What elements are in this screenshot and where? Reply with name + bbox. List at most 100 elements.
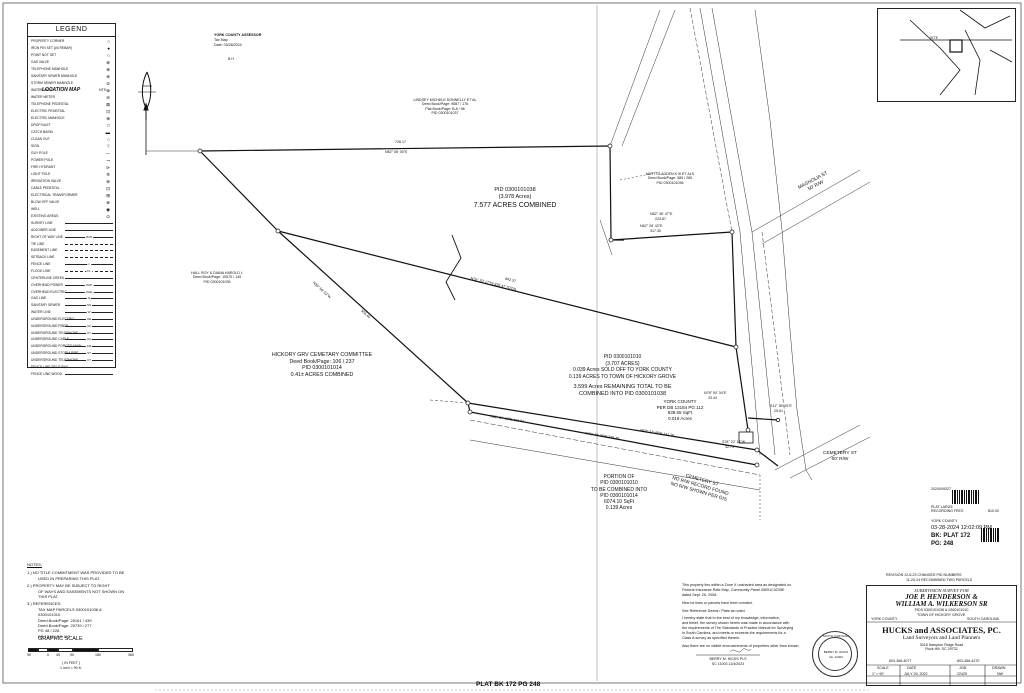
legend-line-item: UNDERGROUND CABLE UC (31, 336, 114, 343)
bearing-top-dist: 726.17 (395, 140, 406, 144)
legend-item-label: CLEAN OUT (31, 137, 50, 141)
scale-tick-0: 90 (27, 653, 31, 657)
legend-line-label: UNDERGROUND STORM PIPE (31, 351, 79, 356)
legend-symbol-icon: ⊙ (106, 214, 110, 219)
legend-symbol-icon: ⊡ (106, 186, 110, 191)
scale-tick-5: 360 (128, 653, 134, 657)
surveyor-signer: BERRY M. HICKS PLS (709, 657, 747, 661)
north-arrow-icon (138, 71, 156, 155)
legend-symbol-icon: ⊖ (106, 95, 110, 100)
legend-item: ELECTRICAL TRANSFORMER⊞ (31, 192, 114, 199)
title-block: SUBDIVISION SURVEY FOR JOE P. HENDERSON … (866, 585, 1017, 686)
legend-item: PROPERTY CORNER○ (31, 38, 114, 45)
legend-item: POINT NOT SET○ (31, 52, 114, 59)
legend-symbol-icon: ✲ (106, 172, 110, 177)
legend-symbol-icon: ⊘ (106, 81, 110, 86)
legend-symbol-icon: ⊕ (106, 116, 110, 121)
mid-diag-boundary (277, 230, 737, 348)
location-map-site (949, 39, 963, 53)
legend-line-sample (65, 243, 113, 245)
surveyor-seal-icon: SOUTH CAROLINA BERRY M. HICKS No. 11003 (812, 631, 858, 677)
legend-line-code: UC (85, 337, 93, 342)
legend-line-code: x (87, 262, 91, 267)
legend-item: IRON PIN SET (#4 REBAR)● (31, 45, 114, 52)
legend-symbol-icon: ● (107, 46, 110, 51)
bearing-r1-dist: 33.44 (708, 396, 717, 400)
legend-item-label: SIGN (31, 144, 40, 148)
legend-line-label: CENTERLINE CREEK (31, 275, 65, 280)
legend-symbol-icon: ⊡ (106, 109, 110, 114)
legend-item: DROP INLET□ (31, 122, 114, 129)
legend-line-sample: OHE (65, 289, 113, 294)
legend-item: STORM SEWER MANHOLE⊘ (31, 80, 114, 87)
legend-item: TELEPHONE PEDESTAL⊠ (31, 101, 114, 108)
legend-symbol-icon: ⊗ (106, 88, 110, 93)
location-map: SITE (877, 8, 1016, 102)
legend-line-label: UNDERGROUND CABLE (31, 337, 70, 342)
scale-tick-1: 0 (47, 653, 49, 657)
tb-date-label: DATE (907, 666, 917, 670)
legend-item: GUY POLE— (31, 150, 114, 157)
legend-item: LIGHT POLE✲ (31, 171, 114, 178)
legend-symbol-icon: ◉ (106, 207, 110, 212)
bearing-right: N62° 36' 47"E (650, 212, 673, 216)
legend-line-code: OHE (84, 289, 94, 294)
legend-line-sample: R/W (65, 234, 113, 239)
scale-tick-3: 90 (70, 653, 74, 657)
legend-item: SIGN⊤ (31, 143, 114, 150)
legend-symbol-icon: ⊳ (106, 165, 110, 170)
legend-symbol-icon: □ (107, 123, 110, 128)
graphic-scale-bar (28, 648, 133, 658)
legend-line-item: SURVEY LINE (31, 220, 114, 227)
tb-addr2: Rock Hill, SC 29732 (925, 647, 958, 651)
bearing-top: N62° 06' 00"E (385, 150, 408, 154)
legend-line-label: SURVEY LINE (31, 221, 53, 225)
notes: NOTES: 1.) NO TITLE COMMITMENT WAS PROVI… (27, 562, 125, 639)
tb-job-value: 22425 (957, 672, 967, 676)
legend-item-label: FIRE HYDRANT (31, 165, 56, 169)
overhead-line (754, 9, 813, 481)
tb-job-label: JOB (959, 666, 966, 670)
legend-line-item: SETBACK LINE (31, 254, 114, 261)
legend-symbol-icon: ⊕ (106, 67, 110, 72)
titleblock-grid (866, 621, 1017, 686)
record-stamp-date: 03-28-2024 12:02:09 PM (931, 525, 992, 531)
parcel-mid-label: PID 0300101010 (3.707 ACRES) 0.039 Acres… (568, 354, 677, 380)
legend-line-sample: G (65, 296, 113, 301)
legend-line-label: RIGHT OF WAY LINE (31, 234, 63, 239)
legend-line-sample: OHP (65, 282, 113, 287)
york-county-label: YORK COUNTY PER DB 13184 PG 112 839.65 S… (656, 399, 704, 421)
legend-line-label: FLOOD LINE (31, 268, 51, 273)
record-barcode-num: 2024009327 (931, 487, 951, 491)
tb-date-value: JULY 29, 2022 (904, 672, 928, 676)
legend-symbol-icon: ⊸ (106, 158, 110, 163)
legend-line-label: FENCE LINE SPLIT RAIL (31, 364, 69, 369)
surveyor-signer-number: SC 11003 11/4/2024 (711, 662, 745, 666)
parcel-remaining-label: 3.599 Acres REMAINING TOTAL TO BE COMBIN… (573, 384, 672, 398)
bearing-r2-dist: 25.61 (774, 409, 783, 413)
legend-line-label: UNDERGROUND TELEPHONE (31, 358, 79, 362)
adjoiner-lines (146, 7, 871, 520)
graphic-scale-title: GRAPHIC SCALE (38, 636, 83, 642)
barcode-small-icon (981, 528, 999, 542)
legend-symbol-icon: ⊛ (106, 74, 110, 79)
legend-item: SANITARY SEWER MANHOLE⊛ (31, 73, 114, 80)
assessor-date: Date: 03/28/2024 (214, 43, 242, 47)
cemetery-st-right-label: CEMETERY ST 60' R/W (823, 451, 857, 463)
bearing-r3: S78° 22' 14"W (722, 440, 746, 444)
property-corners (197, 143, 780, 468)
tb-firm: HUCKS and ASSOCIATES, PC. (882, 625, 1001, 635)
bearing-mid: N62° 28' 42"E (640, 224, 663, 228)
barcode-icon (952, 490, 979, 504)
legend-line-label: GAS LINE (31, 296, 47, 301)
location-map-title: LOCATION MAP (42, 87, 81, 93)
